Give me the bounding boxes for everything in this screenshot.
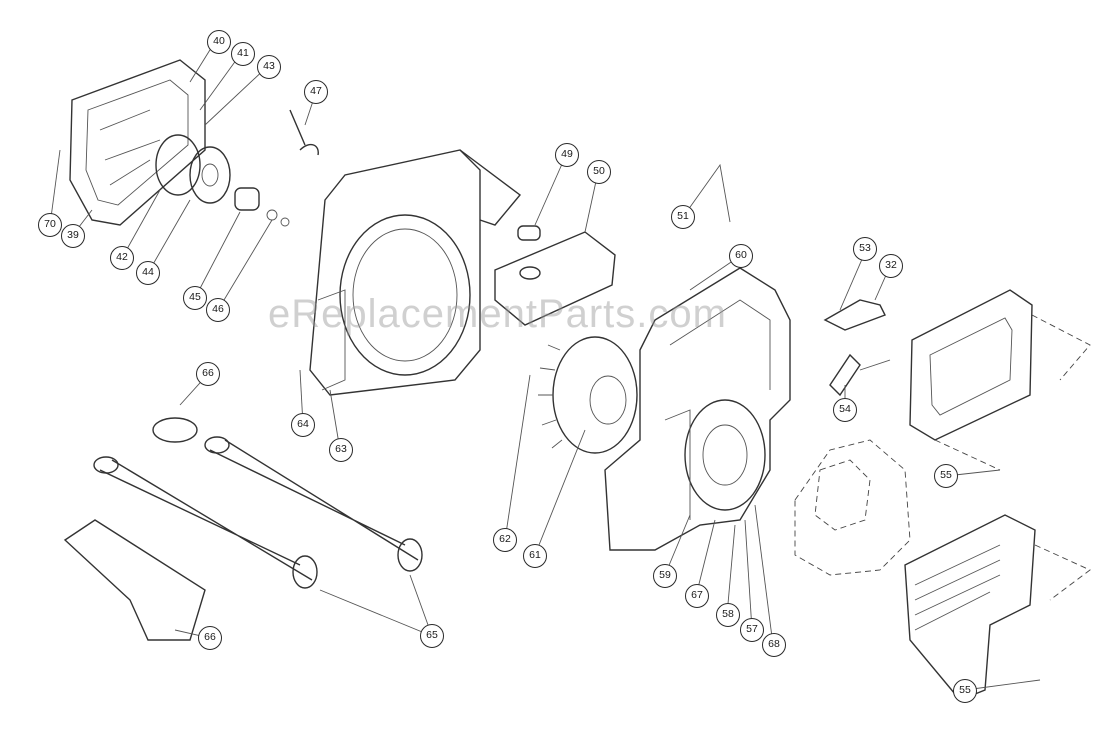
callout-45: 45 — [183, 286, 207, 310]
callout-42: 42 — [110, 246, 134, 270]
callout-65: 65 — [420, 624, 444, 648]
callout-53: 53 — [853, 237, 877, 261]
impeller-disk — [155, 134, 231, 204]
blower-tube-long — [204, 436, 423, 572]
front-housing — [309, 149, 522, 396]
callout-40: 40 — [207, 30, 231, 54]
callout-43: 43 — [257, 55, 281, 79]
callout-70: 70 — [38, 213, 62, 237]
callout-67: 67 — [685, 584, 709, 608]
callout-64: 64 — [291, 413, 315, 437]
concentrator-nozzle — [63, 519, 206, 641]
watermark-text: eReplacementParts.com — [268, 292, 727, 336]
main-blower-housing — [604, 267, 791, 551]
engine-assembly — [794, 439, 911, 576]
callout-50: 50 — [587, 160, 611, 184]
callout-47: 47 — [304, 80, 328, 104]
callout-46: 46 — [206, 298, 230, 322]
callout-63: 63 — [329, 438, 353, 462]
spring-clip — [289, 109, 319, 156]
spacer-parts — [234, 187, 290, 227]
callout-44: 44 — [136, 261, 160, 285]
leader-lines — [49, 44, 1041, 691]
callout-58: 58 — [716, 603, 740, 627]
callout-41: 41 — [231, 42, 255, 66]
callout-55-upper: 55 — [934, 464, 958, 488]
callout-57: 57 — [740, 618, 764, 642]
callout-49: 49 — [555, 143, 579, 167]
blower-tube-short — [93, 456, 318, 589]
callout-59: 59 — [653, 564, 677, 588]
callout-68: 68 — [762, 633, 786, 657]
throttle-linkage — [823, 299, 891, 397]
filter-cover-upper — [909, 289, 1091, 471]
callout-66-clamp: 66 — [196, 362, 220, 386]
callout-60: 60 — [729, 244, 753, 268]
callout-54: 54 — [833, 398, 857, 422]
callout-32: 32 — [879, 254, 903, 278]
callout-39: 39 — [61, 224, 85, 248]
muffler-guard — [904, 514, 1091, 701]
fan-impeller — [538, 336, 638, 454]
hose-clamp — [152, 417, 198, 443]
callout-61: 61 — [523, 544, 547, 568]
callout-62: 62 — [493, 528, 517, 552]
callout-55-lower: 55 — [953, 679, 977, 703]
callout-51: 51 — [671, 205, 695, 229]
rear-cover-housing — [69, 59, 206, 226]
callout-66-nozzle: 66 — [198, 626, 222, 650]
